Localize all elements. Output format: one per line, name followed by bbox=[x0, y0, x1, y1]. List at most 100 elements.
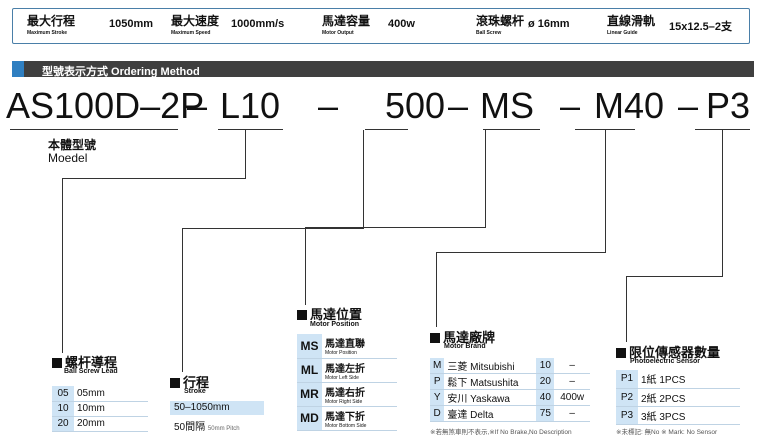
sensor-title-text: 限位傳感器數量 bbox=[629, 345, 721, 360]
connector bbox=[363, 130, 364, 228]
table-cell: 10 bbox=[536, 358, 555, 374]
table-cell: – bbox=[554, 358, 590, 374]
connector bbox=[182, 228, 364, 229]
spec-value: 1050mm bbox=[109, 18, 154, 30]
table-cell: 鬆下 Matsushita bbox=[444, 373, 537, 390]
spec-label: 馬達容量 bbox=[322, 14, 371, 28]
connector bbox=[626, 276, 723, 277]
code-dash: – bbox=[678, 85, 699, 126]
underline-lead bbox=[218, 129, 283, 130]
table-cell: 安川 Yaskawa bbox=[444, 389, 537, 406]
table-cell: P bbox=[430, 373, 445, 390]
spec-value: ø 16mm bbox=[528, 18, 570, 30]
code-dash: – bbox=[187, 85, 208, 126]
table-cell: 400w bbox=[554, 389, 590, 406]
sensor-note: ※未標記: 無No ※ Mark: No Sensor bbox=[616, 429, 718, 436]
spec-label: 最大速度 bbox=[171, 14, 220, 28]
brand-title-text: 馬達廠牌 bbox=[443, 330, 496, 345]
position-zh: 馬達左折 bbox=[325, 363, 365, 375]
spec-value: 1000mm/s bbox=[231, 18, 285, 30]
table-cell: MR bbox=[297, 382, 322, 407]
table-cell: 臺達 Delta bbox=[444, 405, 537, 422]
table-cell: D bbox=[430, 405, 445, 422]
spec-label-en: Ball Screw bbox=[476, 30, 502, 36]
ordering-title: 型號表示方式 Ordering Method bbox=[42, 66, 200, 78]
connector bbox=[436, 252, 437, 327]
table-cell: 75 bbox=[536, 405, 555, 422]
underline-stroke bbox=[365, 129, 408, 130]
code-dash: – bbox=[448, 85, 469, 126]
position-en: Motor Position bbox=[325, 350, 357, 357]
lead-title-text: 螺杆導程 bbox=[65, 355, 118, 370]
table-cell: P3 bbox=[616, 406, 638, 425]
stroke-pitch-en: 50mm Pitch bbox=[207, 426, 240, 432]
table-cell: 10mm bbox=[74, 401, 148, 417]
table-cell: M bbox=[430, 358, 445, 374]
position-en: Motor Bottom Side bbox=[325, 422, 367, 429]
underline-model bbox=[10, 129, 178, 130]
spec-label-en: Maximum Speed bbox=[171, 30, 211, 36]
table-cell: 20mm bbox=[74, 416, 148, 432]
table-cell: 40 bbox=[536, 389, 555, 406]
connector bbox=[485, 130, 486, 227]
brand-title-en: Motor Brand bbox=[444, 343, 486, 350]
lead-title-en: Ball Screw Lead bbox=[64, 368, 118, 375]
lead-title: 螺杆導程 bbox=[52, 352, 117, 371]
connector bbox=[62, 178, 63, 353]
table-cell: 05mm bbox=[74, 386, 148, 402]
brand-note: ※若無煞車則不表示,※If No Brake,No Description bbox=[430, 429, 572, 436]
square-bullet-icon bbox=[616, 348, 626, 358]
code-dash: – bbox=[560, 85, 581, 126]
stroke-range: 50–1050mm bbox=[170, 401, 264, 415]
spec-label: 滾珠螺杆 bbox=[476, 14, 525, 28]
code-brand: M40 bbox=[594, 85, 665, 126]
band-marker bbox=[12, 61, 24, 77]
underline-sensor bbox=[695, 129, 750, 130]
spec-value: 400w bbox=[388, 18, 415, 30]
position-en: Motor Right Side bbox=[325, 398, 363, 405]
code-position: MS bbox=[480, 85, 534, 126]
table-cell: 05 bbox=[52, 386, 74, 402]
connector bbox=[62, 178, 246, 179]
position-zh: 馬達右折 bbox=[325, 387, 365, 399]
stroke-title: 行程 bbox=[170, 372, 209, 391]
stroke-pitch-text: 50間隔 bbox=[174, 422, 206, 433]
table-cell: Y bbox=[430, 389, 445, 406]
table-cell: 2紙 2PCS bbox=[638, 388, 740, 407]
table-cell: MD bbox=[297, 406, 322, 431]
square-bullet-icon bbox=[170, 378, 180, 388]
stroke-title-text: 行程 bbox=[183, 375, 210, 390]
table-cell: P2 bbox=[616, 388, 638, 407]
code-model: AS100D–2P bbox=[6, 85, 205, 126]
table-cell: – bbox=[554, 405, 590, 422]
table-cell: MS bbox=[297, 334, 322, 359]
code-lead: L10 bbox=[220, 85, 281, 126]
table-cell: 1紙 1PCS bbox=[638, 370, 740, 389]
sensor-title-en: Photoelectric Sensor bbox=[630, 358, 701, 365]
connector bbox=[245, 130, 246, 178]
square-bullet-icon bbox=[52, 358, 62, 368]
position-en: Motor Left Side bbox=[325, 374, 359, 381]
connector bbox=[605, 130, 606, 252]
table-cell: P1 bbox=[616, 370, 638, 389]
spec-label: 直線滑軌 bbox=[607, 14, 656, 28]
connector bbox=[182, 228, 183, 372]
